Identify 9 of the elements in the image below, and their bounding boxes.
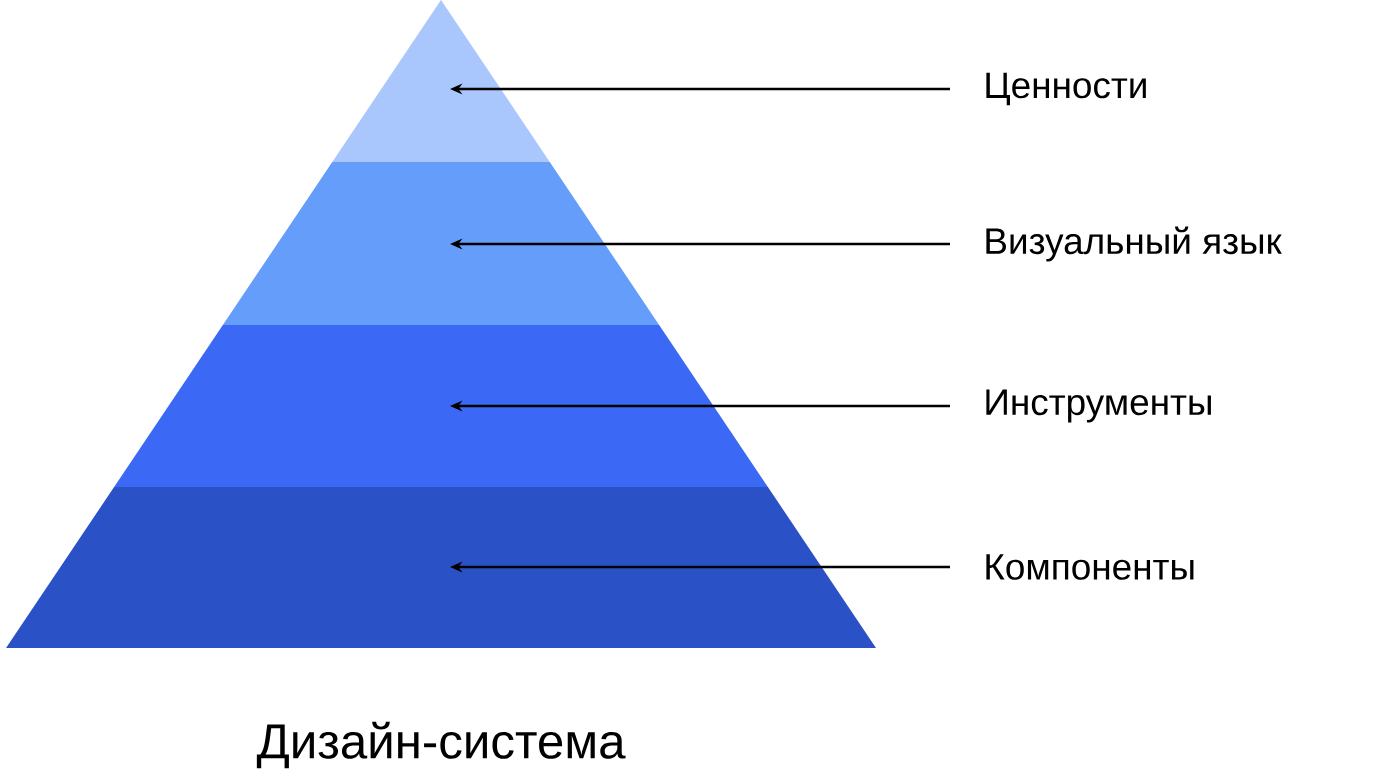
caption: Дизайн-система — [256, 721, 626, 769]
pyramid-level — [114, 325, 768, 487]
level-label: Компоненты — [986, 554, 1194, 580]
level-label: Инструменты — [986, 389, 1211, 423]
pyramid-level — [332, 0, 550, 162]
level-label: Ценности — [986, 72, 1146, 106]
pyramid-level — [222, 162, 660, 325]
pyramid-level — [6, 487, 876, 648]
level-label: Визуальный язык — [986, 226, 1282, 262]
